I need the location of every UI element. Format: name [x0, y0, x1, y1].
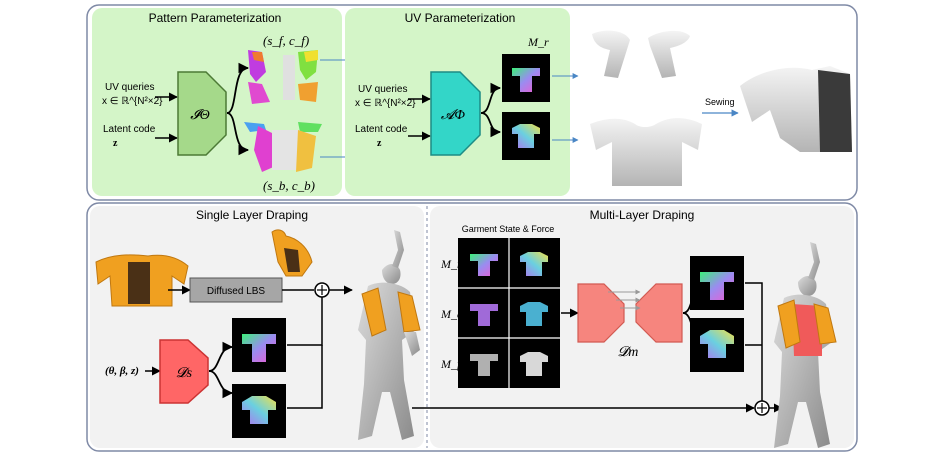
uv-map-back — [502, 112, 550, 160]
pattern-uv-queries-label: UV queries — [105, 82, 154, 93]
pattern-network-label: 𝓘Θ — [190, 108, 210, 123]
draped-human-single — [358, 230, 421, 440]
garment-state-label: Garment State & Force — [462, 224, 555, 234]
multi-uv-map-front — [690, 256, 744, 310]
draped-human-multi — [774, 242, 837, 448]
row-label-mf: M_f — [440, 357, 462, 371]
multi-encoder-block — [577, 283, 625, 343]
state-grid — [458, 238, 560, 388]
single-network-label: 𝓓s — [176, 366, 193, 381]
uv-network-label: 𝓐Φ — [441, 108, 466, 123]
sleeve-pieces-render — [592, 30, 690, 78]
uv-network-block — [430, 71, 481, 156]
sewing-label: Sewing — [705, 97, 735, 107]
uv-uv-domain: x ∈ ℝ^{N²×2} — [355, 98, 416, 109]
template-jacket-icon — [95, 254, 189, 307]
shirt-torso-render — [590, 118, 702, 186]
single-uv-map-front — [232, 318, 286, 372]
single-network-block — [159, 339, 209, 404]
pattern-latent-code-label: Latent code — [103, 124, 156, 135]
uv-title: UV Parameterization — [405, 11, 516, 25]
pattern-latent-symbol: z — [113, 138, 118, 149]
multi-network-label: 𝓓m — [618, 345, 639, 360]
pattern-uv-domain: x ∈ ℝ^{N²×2} — [102, 96, 163, 107]
multi-decoder-block — [635, 283, 683, 343]
diffused-lbs-block — [189, 277, 283, 303]
single-layer-title: Single Layer Draping — [196, 208, 308, 222]
single-input-label: (θ, β, z) — [105, 365, 139, 377]
back-pattern-label: (s_b, c_b) — [263, 178, 315, 193]
front-pattern-label: (s_f, c_f) — [263, 33, 309, 48]
uv-latent-symbol: z — [377, 138, 382, 149]
front-pattern-pieces — [248, 50, 318, 104]
uv-uv-queries-label: UV queries — [358, 84, 407, 95]
row-label-md: M_d — [440, 307, 464, 321]
pattern-network-block — [177, 71, 227, 156]
diffused-lbs-label: Diffused LBS — [207, 286, 266, 297]
back-pattern-pieces — [244, 122, 322, 172]
row-label-mr: M_r — [440, 257, 462, 271]
uv-map-label: M_r — [527, 35, 549, 49]
uv-map-front — [502, 54, 550, 102]
uv-latent-code-label: Latent code — [355, 124, 408, 135]
sewn-garment-render — [740, 66, 852, 152]
multi-layer-title: Multi-Layer Draping — [590, 208, 695, 222]
multi-uv-map-back — [690, 318, 744, 372]
pattern-title: Pattern Parameterization — [149, 11, 282, 25]
single-uv-map-back — [232, 384, 286, 438]
posed-jacket-icon — [271, 229, 313, 277]
